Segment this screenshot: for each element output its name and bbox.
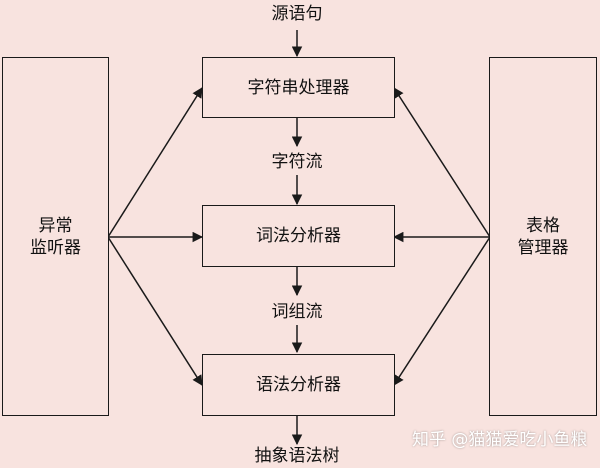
table-manager-label-line1: 表格: [526, 215, 560, 236]
arrow-exception-to-syntax: [107, 236, 203, 386]
table-manager-label-line2: 管理器: [517, 237, 569, 258]
zhihu-watermark: 知乎 @猫猫爱吃小鱼粮: [412, 430, 588, 450]
arrow-table-to-syntax: [393, 236, 491, 386]
ast-output-label: 抽象语法树: [254, 446, 340, 466]
arrow-exception-to-string-processor: [107, 87, 203, 238]
arrow-table-to-string-processor: [393, 87, 491, 238]
char-stream-label: 字符流: [271, 152, 323, 172]
exception-listener-label-line1: 异常: [38, 215, 73, 236]
syntax-analyzer-box: 语法分析器: [202, 354, 395, 416]
table-manager-box: 表格 管理器: [489, 57, 597, 416]
lexical-analyzer-label: 词法分析器: [256, 226, 341, 246]
string-processor-box: 字符串处理器: [202, 57, 395, 118]
exception-listener-box: 异常 监听器: [2, 57, 109, 416]
source-sentence-label: 源语句: [271, 4, 323, 24]
string-processor-label: 字符串处理器: [247, 77, 350, 98]
syntax-analyzer-label: 语法分析器: [256, 375, 341, 395]
lexical-analyzer-box: 词法分析器: [202, 205, 395, 267]
word-stream-label: 词组流: [271, 302, 323, 322]
exception-listener-label-line2: 监听器: [30, 237, 81, 258]
